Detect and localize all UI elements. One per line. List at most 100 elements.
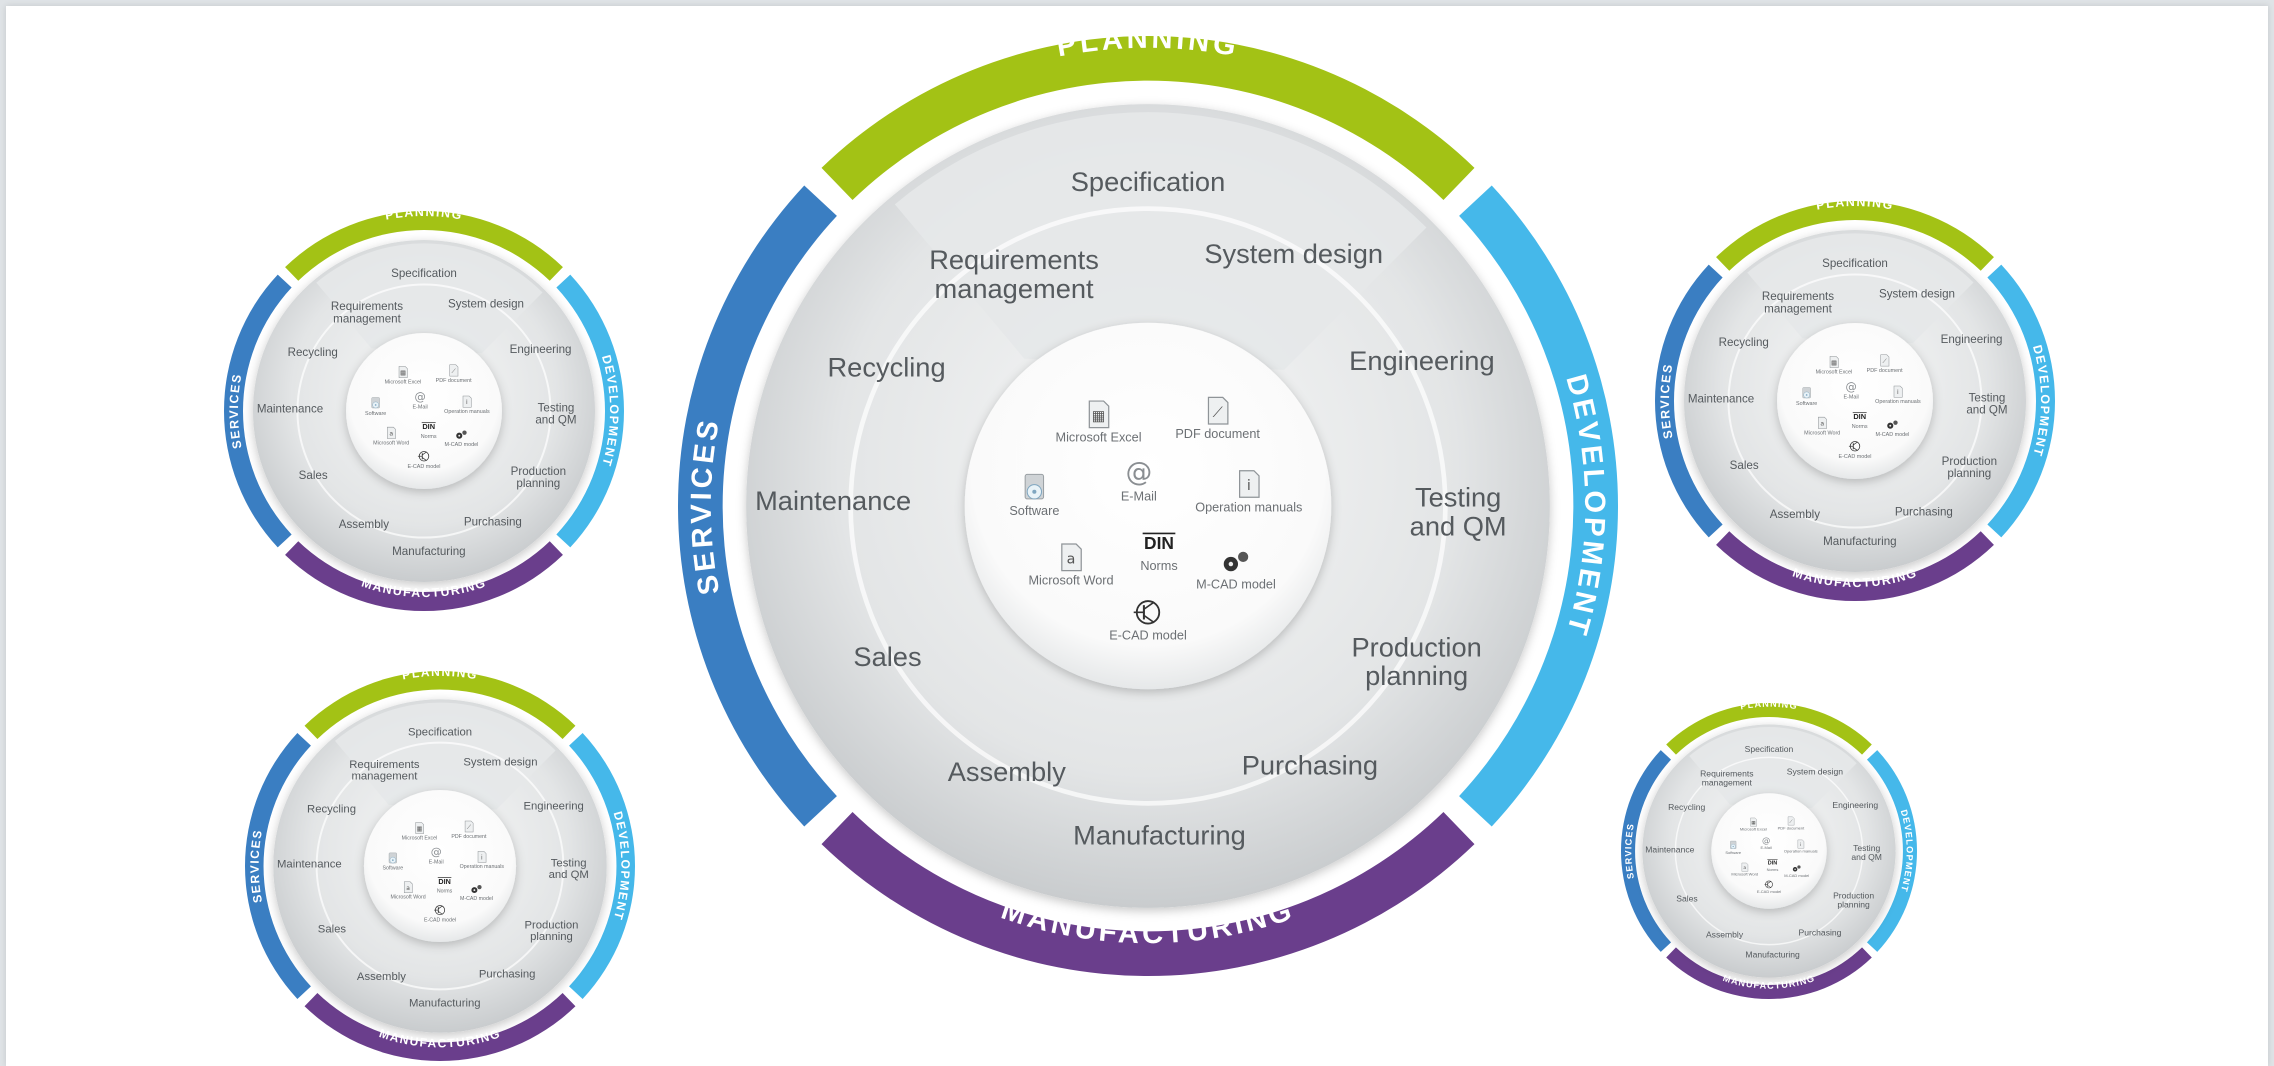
manual-icon: i xyxy=(477,851,487,863)
svg-text:@: @ xyxy=(1762,835,1770,845)
svg-text:DIN: DIN xyxy=(422,422,435,431)
lifecycle-diagram: PLANNINGDEVELOPMENTMANUFACTURINGSERVICES… xyxy=(224,23,2055,1061)
transistor-icon xyxy=(417,451,430,462)
step-system-design: System design xyxy=(463,756,537,768)
services-label: SERVICES xyxy=(1658,362,1676,440)
tool-label: Software xyxy=(382,866,403,872)
planning-wedge xyxy=(334,702,556,810)
services-label: SERVICES xyxy=(1623,822,1636,879)
tool-excel-file: ▦Microsoft Excel xyxy=(1740,817,1767,832)
tool-transistor: E-CAD model xyxy=(1109,600,1187,643)
step-purchasing: Purchasing xyxy=(479,968,536,980)
word-file-icon: a xyxy=(403,881,413,894)
manual-icon: i xyxy=(1239,470,1260,498)
svg-text:⟋: ⟋ xyxy=(467,824,472,831)
tool-excel-file: ▦ Microsoft Excel xyxy=(1816,356,1853,376)
step-system-design: System design xyxy=(1787,767,1843,777)
manual-icon: i xyxy=(1893,385,1903,398)
svg-text:i: i xyxy=(481,854,483,861)
tool-label: PDF document xyxy=(451,834,487,840)
svg-text:i: i xyxy=(1897,389,1899,396)
step-engineering: Engineering xyxy=(1349,345,1494,376)
step-recycling: Recycling xyxy=(288,346,338,359)
tool-label: E-CAD model xyxy=(424,917,456,923)
tool-transistor: E-CAD model xyxy=(1839,441,1871,460)
gears-icon xyxy=(1223,551,1249,572)
step-recycling: Recycling xyxy=(307,803,356,815)
software-cd-icon xyxy=(1730,840,1737,849)
tool-gears: M-CAD model xyxy=(460,884,493,902)
excel-file-icon: ▦ xyxy=(415,822,424,834)
tool-label: Software xyxy=(1725,850,1742,855)
tool-transistor: E-CAD model xyxy=(424,905,456,923)
tool-pdf-document: ⟋PDF document xyxy=(436,364,472,384)
tool-label: Norms xyxy=(437,889,453,895)
step-purchasing: Purchasing xyxy=(1242,750,1378,781)
tool-label: Microsoft Excel xyxy=(1816,370,1853,376)
svg-text:a: a xyxy=(406,885,410,892)
disc-highlight xyxy=(1674,756,1864,946)
svg-text:a: a xyxy=(1743,866,1746,871)
software-cd-icon xyxy=(371,397,380,409)
tool-pdf-document: ⟋PDF document xyxy=(1778,816,1805,831)
tool-at-sign: @E-Mail xyxy=(429,846,444,866)
development-arc xyxy=(556,274,624,548)
excel-file-icon: ▦ xyxy=(1829,356,1839,368)
disc-highlight xyxy=(1727,273,1983,529)
step-maintenance: Maintenance xyxy=(1688,393,1754,406)
development-arc xyxy=(1987,264,2055,538)
tool-label: Microsoft Word xyxy=(1028,574,1113,588)
step-assembly: Assembly xyxy=(339,518,389,531)
tool-label: M-CAD model xyxy=(1784,873,1809,878)
tool-label: PDF document xyxy=(1175,427,1260,441)
tool-label: E-CAD model xyxy=(1109,629,1187,643)
manual-icon: i xyxy=(1797,839,1805,849)
tools-hub xyxy=(1777,323,1933,479)
thumbnail-wheel-top-right: PLANNINGDEVELOPMENTMANUFACTURINGSERVICES… xyxy=(1655,195,2055,601)
gears-icon xyxy=(456,430,467,439)
svg-text:▦: ▦ xyxy=(1092,408,1106,424)
tool-software-cd: Software xyxy=(1725,840,1742,855)
step-manufacturing: Manufacturing xyxy=(392,545,465,558)
tool-software-cd: Software xyxy=(382,852,403,872)
manual-icon: i xyxy=(462,395,472,408)
planning-arc xyxy=(1666,702,1872,755)
tool-software-cd: Software xyxy=(365,397,386,417)
tool-at-sign: @E-Mail xyxy=(1843,380,1858,400)
services-label: SERVICES xyxy=(686,415,727,597)
step-assembly: Assembly xyxy=(1770,508,1820,521)
tool-label: Microsoft Excel xyxy=(1056,431,1142,445)
excel-file-icon: ▦ xyxy=(1088,400,1110,429)
din-norms-icon: DIN xyxy=(1142,532,1176,553)
tool-label: PDF document xyxy=(436,378,472,384)
thumbnail-wheel-bottom-left: PLANNINGDEVELOPMENTMANUFACTURINGSERVICES… xyxy=(244,665,636,1061)
tool-label: E-Mail xyxy=(412,405,427,411)
tool-gears: M-CAD model xyxy=(1196,551,1276,591)
manufacturing-arc xyxy=(304,992,576,1061)
step-sales: Sales xyxy=(299,469,328,482)
step-sales: Sales xyxy=(1730,459,1759,472)
manufacturing-arc xyxy=(821,811,1475,976)
step-maintenance: Maintenance xyxy=(755,485,911,516)
pdf-document-icon: ⟋ xyxy=(1207,396,1229,425)
step-maintenance: Maintenance xyxy=(257,403,323,416)
at-sign-icon: @ xyxy=(431,846,442,859)
main-lifecycle-wheel: PLANNINGDEVELOPMENTMANUFACTURINGSERVICES… xyxy=(677,23,1618,976)
step-manufacturing: Manufacturing xyxy=(1823,535,1896,548)
tool-label: Microsoft Excel xyxy=(1740,827,1767,832)
tool-label: Microsoft Word xyxy=(1804,430,1840,436)
disc-highlight xyxy=(315,741,565,991)
services-arc xyxy=(1621,750,1672,952)
tool-label: E-Mail xyxy=(429,860,444,866)
manufacturing-arc xyxy=(1716,531,1994,601)
disc-highlight xyxy=(296,283,552,539)
